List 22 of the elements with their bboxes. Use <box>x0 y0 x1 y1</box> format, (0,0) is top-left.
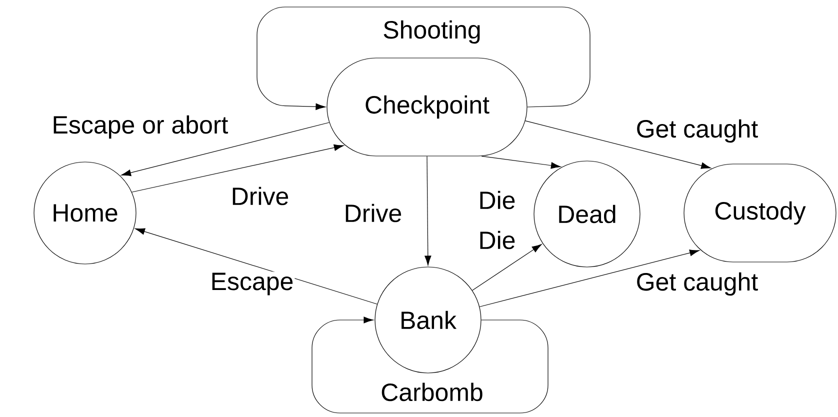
edge-label: Get caught <box>634 271 760 297</box>
arrow <box>481 156 561 169</box>
state-box: Checkpoint <box>326 58 528 156</box>
arrow <box>525 120 711 169</box>
edge-label: Die <box>477 230 517 250</box>
edge-label: Drive <box>342 202 404 224</box>
arrow <box>472 244 542 291</box>
loop-arrow <box>256 6 590 110</box>
edge-label: Drive <box>230 186 290 206</box>
edge-label: Carbomb <box>380 382 484 402</box>
arrow <box>132 144 344 192</box>
edge-label: Die <box>477 190 517 210</box>
state-box: Custody <box>684 164 836 262</box>
arrow <box>135 228 378 304</box>
edge-label: Shooting <box>382 19 482 45</box>
edge-label: Escape or abort <box>50 114 230 140</box>
loop-arrow <box>312 316 548 414</box>
arrow <box>424 156 432 266</box>
arrow <box>121 122 330 176</box>
arrow <box>479 250 700 308</box>
edge-label: Get caught <box>634 118 760 144</box>
edge-label: Escape <box>209 272 295 296</box>
